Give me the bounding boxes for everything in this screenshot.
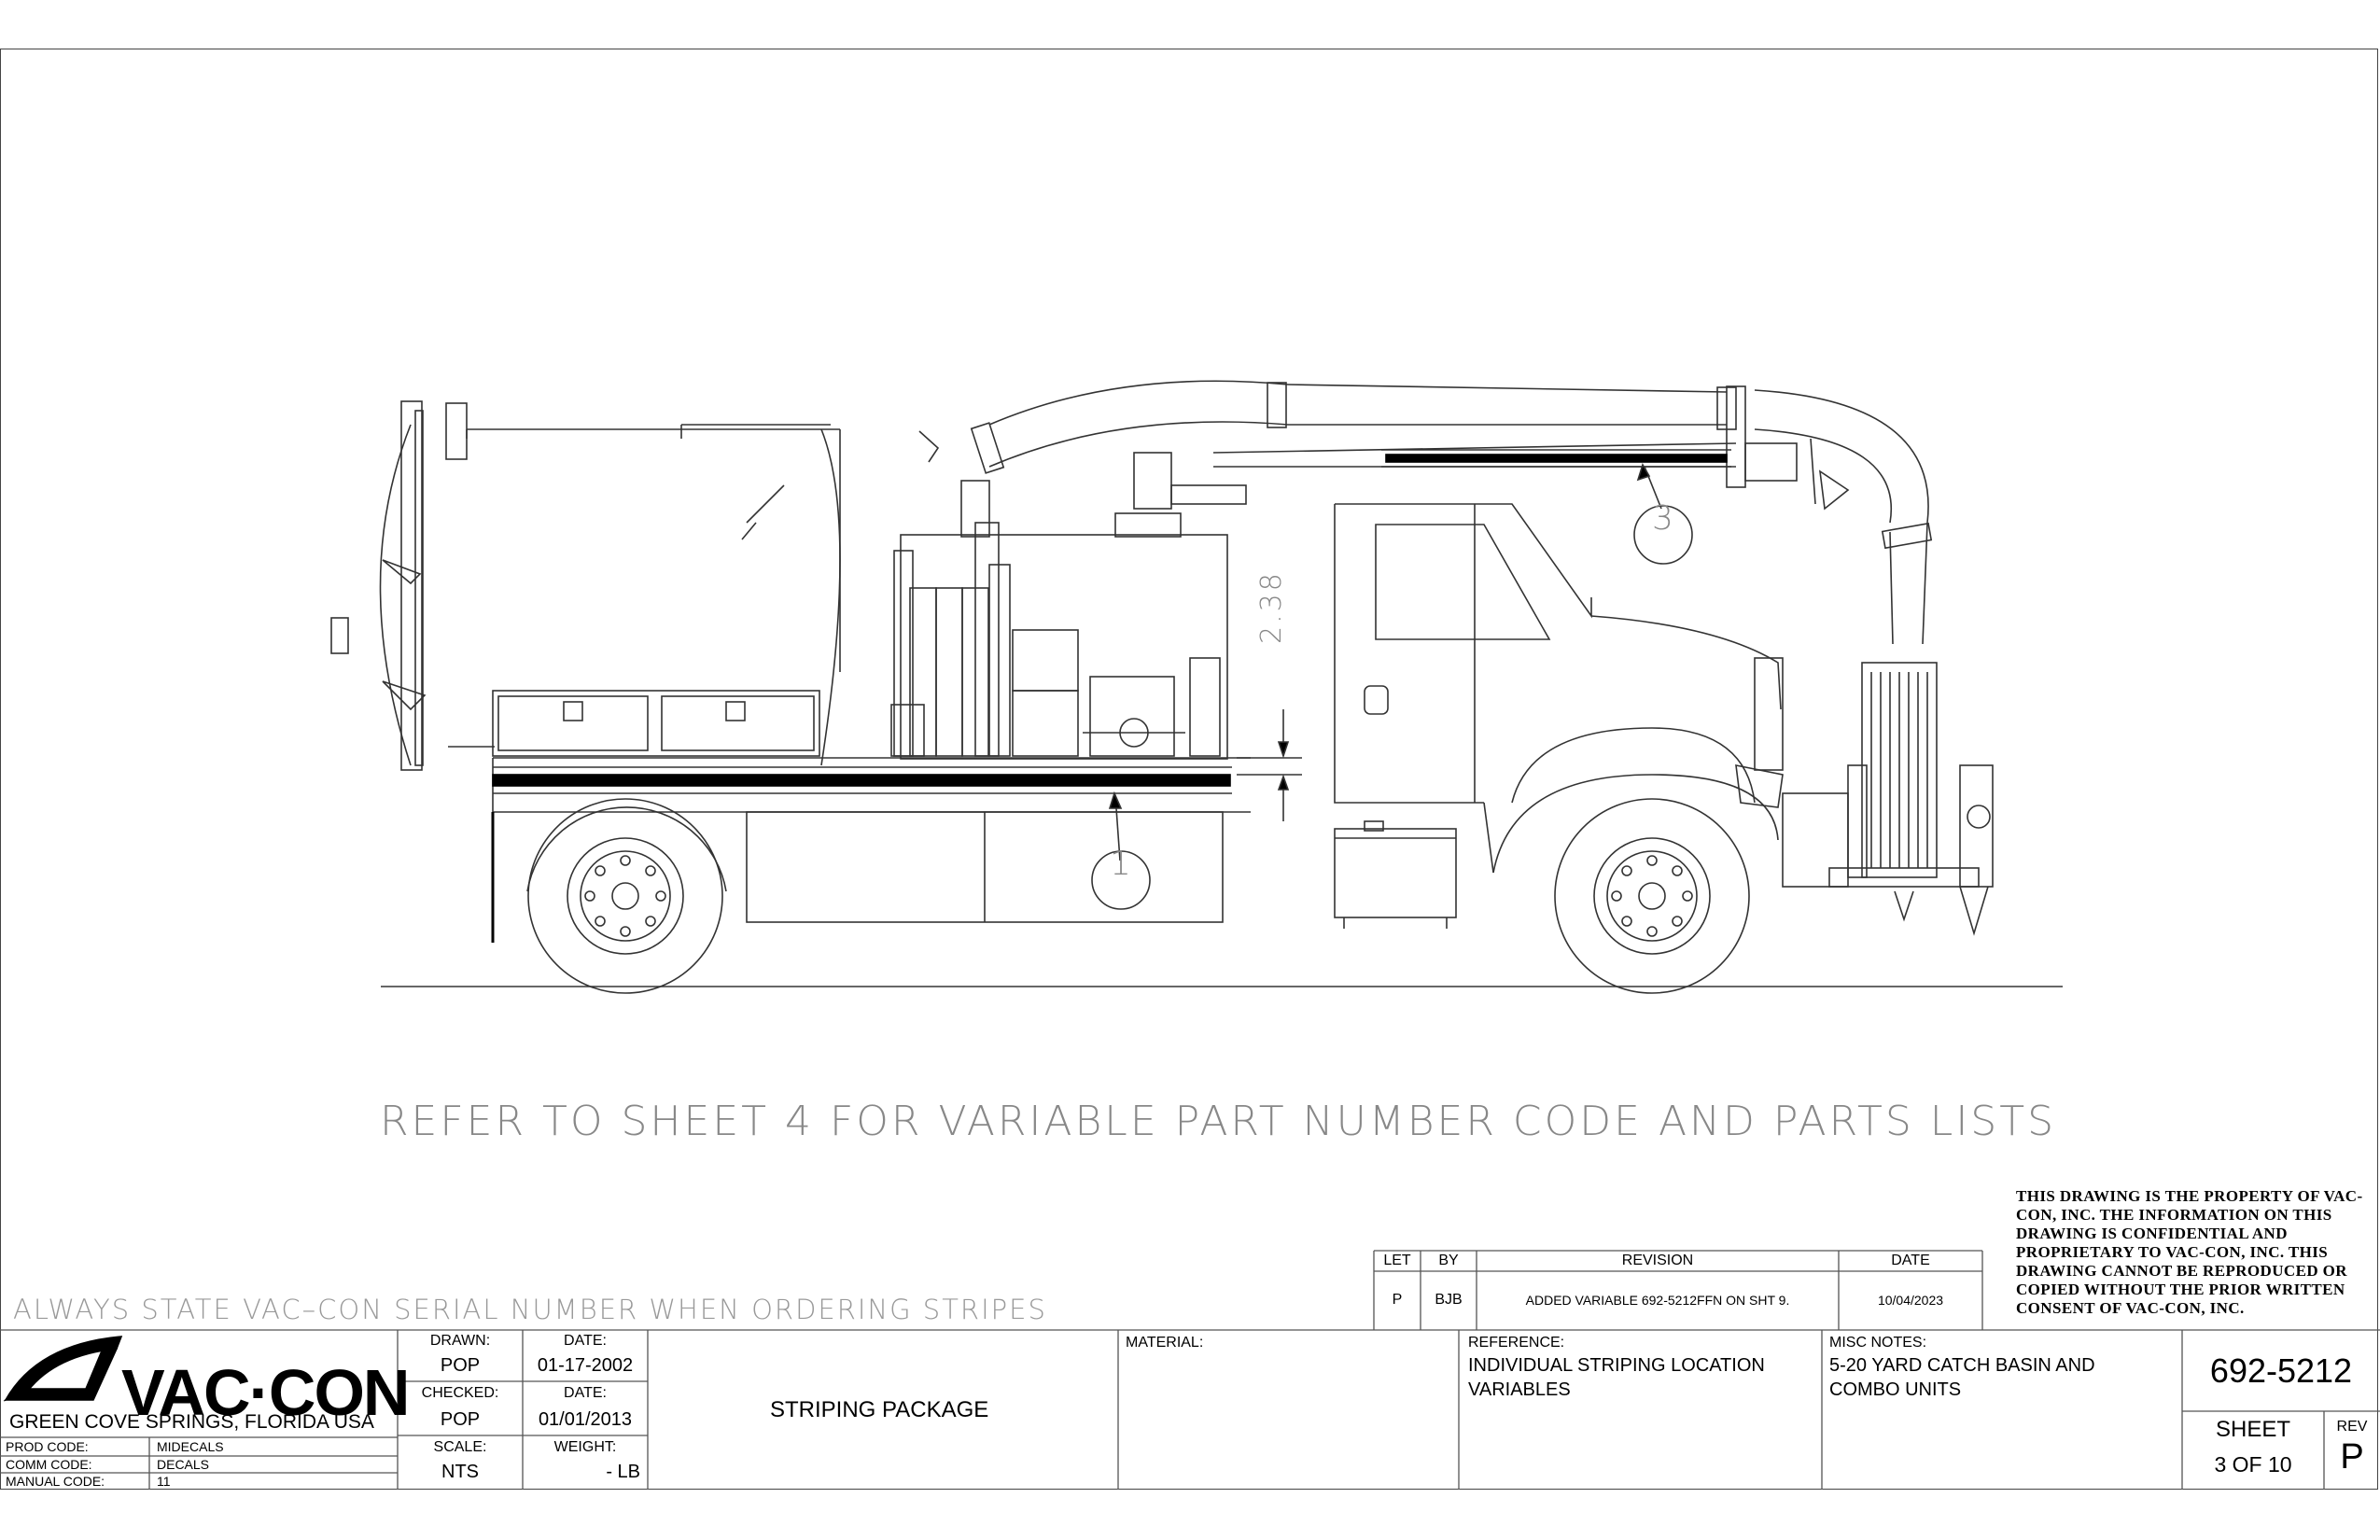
boom [918, 380, 1933, 645]
rev-header-by: BY [1438, 1253, 1459, 1268]
date2-value: 01/01/2013 [538, 1409, 633, 1430]
rev-row-date: 10/04/2023 [1877, 1293, 1944, 1308]
rev-label: REV [2336, 1419, 2368, 1435]
company-logo: VAC·CON [121, 1356, 410, 1429]
comm-code-value: DECALS [157, 1457, 210, 1472]
drawn-value: POP [440, 1355, 481, 1376]
comm-code-label: COMM CODE: [6, 1457, 92, 1472]
toolboxes [492, 690, 820, 757]
date1-value: 01-17-2002 [537, 1355, 634, 1376]
material-label: MATERIAL: [1126, 1335, 1204, 1351]
weight-value: - LB [606, 1462, 640, 1482]
sheet-value: 3 OF 10 [2214, 1452, 2292, 1477]
drawing-title: STRIPING PACKAGE [770, 1397, 989, 1422]
equipment-module [890, 522, 1228, 760]
dimension-label: 2.38 [1255, 570, 1288, 644]
rev-header-let: LET [1383, 1253, 1411, 1268]
rev-header-revision: REVISION [1621, 1253, 1694, 1268]
refer-note: REFER TO SHEET 4 FOR VARIABLE PART NUMBE… [379, 1098, 2057, 1145]
scale-label: SCALE: [433, 1439, 487, 1455]
rev-row-let: P [1392, 1292, 1403, 1308]
reference-value: INDIVIDUAL STRIPING LOCATION VARIABLES [1468, 1355, 1765, 1400]
hose-reel [1782, 662, 1994, 936]
manual-code-label: MANUAL CODE: [6, 1474, 105, 1489]
misc-notes-label: MISC NOTES: [1829, 1335, 1927, 1351]
logo-mark-icon [3, 1336, 123, 1402]
company-location: GREEN COVE SPRINGS, FLORIDA USA [9, 1411, 374, 1433]
stripe-3 [1385, 454, 1728, 463]
rev-row-by: BJB [1435, 1292, 1463, 1308]
rev-row-revision: ADDED VARIABLE 692-5212FFN ON SHT 9. [1525, 1293, 1790, 1308]
title-block-grid [0, 1250, 2380, 1490]
weight-label: WEIGHT: [553, 1439, 617, 1455]
sheet-border [0, 49, 2378, 1490]
order-note: ALWAYS STATE VAC–CON SERIAL NUMBER WHEN … [13, 1294, 1047, 1325]
prod-code-label: PROD CODE: [6, 1439, 89, 1454]
dimension-2-38 [1237, 709, 1302, 821]
callout-3 [1633, 463, 1693, 565]
callout-1 [1091, 791, 1151, 910]
date2-label: DATE: [564, 1385, 607, 1401]
misc-notes-value: 5-20 YARD CATCH BASIN AND COMBO UNITS [1829, 1355, 2095, 1400]
part-number: 692-5212 [2209, 1351, 2353, 1390]
rev-value: P [2340, 1437, 2364, 1477]
rear-wheel [526, 798, 727, 994]
date1-label: DATE: [564, 1333, 607, 1349]
prod-code-value: MIDECALS [157, 1439, 224, 1454]
front-wheel [1554, 798, 1750, 994]
rev-header-date: DATE [1891, 1253, 1930, 1268]
cab [1334, 503, 1784, 874]
manual-code-value: 11 [157, 1474, 171, 1489]
property-notice: THIS DRAWING IS THE PROPERTY OF VAC-CON,… [2016, 1187, 2363, 1317]
checked-label: CHECKED: [421, 1385, 499, 1401]
debris-tank [330, 400, 841, 771]
scale-value: NTS [441, 1462, 479, 1482]
drawn-label: DRAWN: [429, 1333, 491, 1349]
sheet-label: SHEET [2215, 1417, 2290, 1442]
checked-value: POP [440, 1409, 481, 1430]
fuel-tank [1334, 820, 1457, 929]
callout-1-label: 1 [1110, 845, 1134, 883]
reference-label: REFERENCE: [1468, 1335, 1565, 1351]
callout-3-label: 3 [1652, 499, 1676, 538]
stripe-1 [492, 774, 1231, 787]
